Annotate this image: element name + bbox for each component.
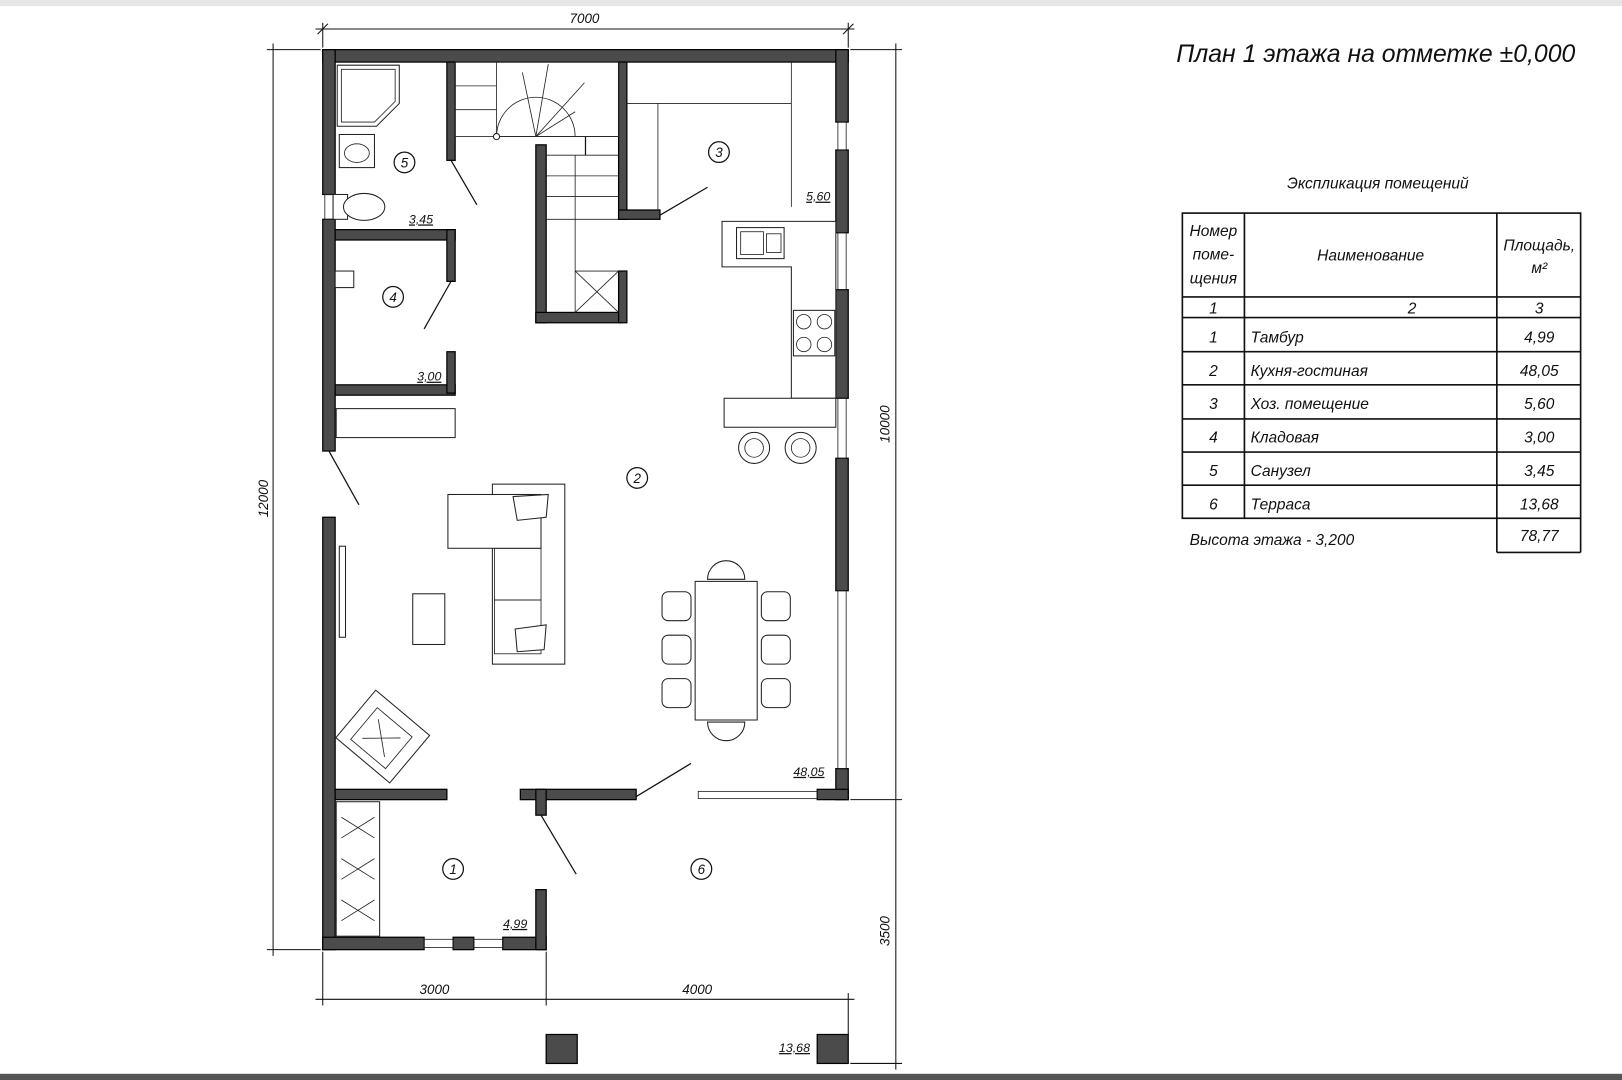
explication-headers: Номер поме- щения Наименование Площадь, … <box>1190 223 1575 318</box>
table-cell-name: Тамбур <box>1251 329 1305 346</box>
dim-right-upper: 10000 <box>878 405 893 443</box>
table-cell-num: 5 <box>1209 463 1218 480</box>
table-cell-num: 6 <box>1209 496 1218 513</box>
top-strip <box>0 0 1622 7</box>
explication-table <box>1181 212 1582 554</box>
dim-bottom-left: 3000 <box>420 982 450 997</box>
drawing-title: План 1 этажа на отметке ±0,000 <box>1176 41 1575 68</box>
table-cell-name: Хоз. помещение <box>1250 396 1370 413</box>
room-number-4: 4 <box>389 290 396 305</box>
walls <box>322 49 849 1065</box>
explication-title: Экспликация помещений <box>1287 175 1469 192</box>
svg-text:Номер: Номер <box>1190 223 1238 240</box>
utility-room-cabinets <box>626 62 792 210</box>
door-swings <box>328 160 708 875</box>
table-cell-num: 4 <box>1209 430 1218 447</box>
room-area-3: 5,60 <box>806 190 830 204</box>
table-cell-area: 3,45 <box>1524 463 1555 480</box>
table-cell-num: 3 <box>1209 396 1218 413</box>
table-cell-area: 3,00 <box>1524 430 1555 447</box>
svg-text:2: 2 <box>1407 300 1417 317</box>
table-cell-area: 4,99 <box>1524 329 1555 346</box>
room-area-6: 13,68 <box>779 1041 810 1055</box>
room-area-1: 4,99 <box>503 917 527 931</box>
storage-shaft <box>334 270 355 289</box>
svg-text:м²: м² <box>1531 260 1548 277</box>
room-markers: 1 2 3 4 5 6 <box>382 141 730 880</box>
room-number-3: 3 <box>715 145 723 160</box>
svg-text:поме-: поме- <box>1193 247 1235 264</box>
table-cell-area: 13,68 <box>1520 496 1559 513</box>
svg-text:1: 1 <box>1209 300 1218 317</box>
svg-text:3: 3 <box>1535 300 1544 317</box>
table-cell-area: 48,05 <box>1520 363 1559 380</box>
dim-right-lower: 3500 <box>878 916 893 946</box>
total-area: 78,77 <box>1520 528 1560 545</box>
table-cell-name: Санузел <box>1251 463 1311 480</box>
svg-text:Наименование: Наименование <box>1317 248 1424 265</box>
table-cell-area: 5,60 <box>1524 396 1555 413</box>
dining-set <box>661 560 791 742</box>
floor-height-label: Высота этажа - 3,200 <box>1190 532 1355 549</box>
svg-text:щения: щения <box>1190 270 1237 287</box>
wardrobe <box>335 801 381 937</box>
table-cell-name: Терраса <box>1251 496 1311 513</box>
table-cell-name: Кладовая <box>1251 430 1319 447</box>
dimension-lines <box>266 22 903 1070</box>
room-areas: 4,99 48,05 5,60 3,00 3,45 13,68 <box>409 190 830 1055</box>
room-number-1: 1 <box>449 862 456 877</box>
bottom-strip <box>0 1073 1622 1080</box>
table-cell-name: Кухня-гостиная <box>1251 363 1368 380</box>
room-number-2: 2 <box>632 471 641 486</box>
dim-left: 12000 <box>256 479 271 517</box>
svg-text:Площадь,: Площадь, <box>1503 237 1575 254</box>
dim-top: 7000 <box>570 11 600 26</box>
windows <box>324 121 847 949</box>
staircase <box>454 61 620 313</box>
room-number-6: 6 <box>698 862 706 877</box>
room-area-4: 3,00 <box>417 370 441 384</box>
bathroom-fixtures <box>332 64 400 221</box>
dim-bottom-right: 4000 <box>682 982 712 997</box>
room-area-2: 48,05 <box>793 765 824 779</box>
table-cell-num: 2 <box>1208 363 1218 380</box>
living-furniture <box>335 408 566 784</box>
table-cell-num: 1 <box>1209 329 1218 346</box>
explication-rows: 1 Тамбур 4,99 2 Кухня-гостиная 48,05 3 Хоз. пом… <box>1208 329 1559 513</box>
room-number-5: 5 <box>401 156 409 171</box>
kitchen <box>721 220 837 464</box>
room-area-5: 3,45 <box>409 212 433 226</box>
